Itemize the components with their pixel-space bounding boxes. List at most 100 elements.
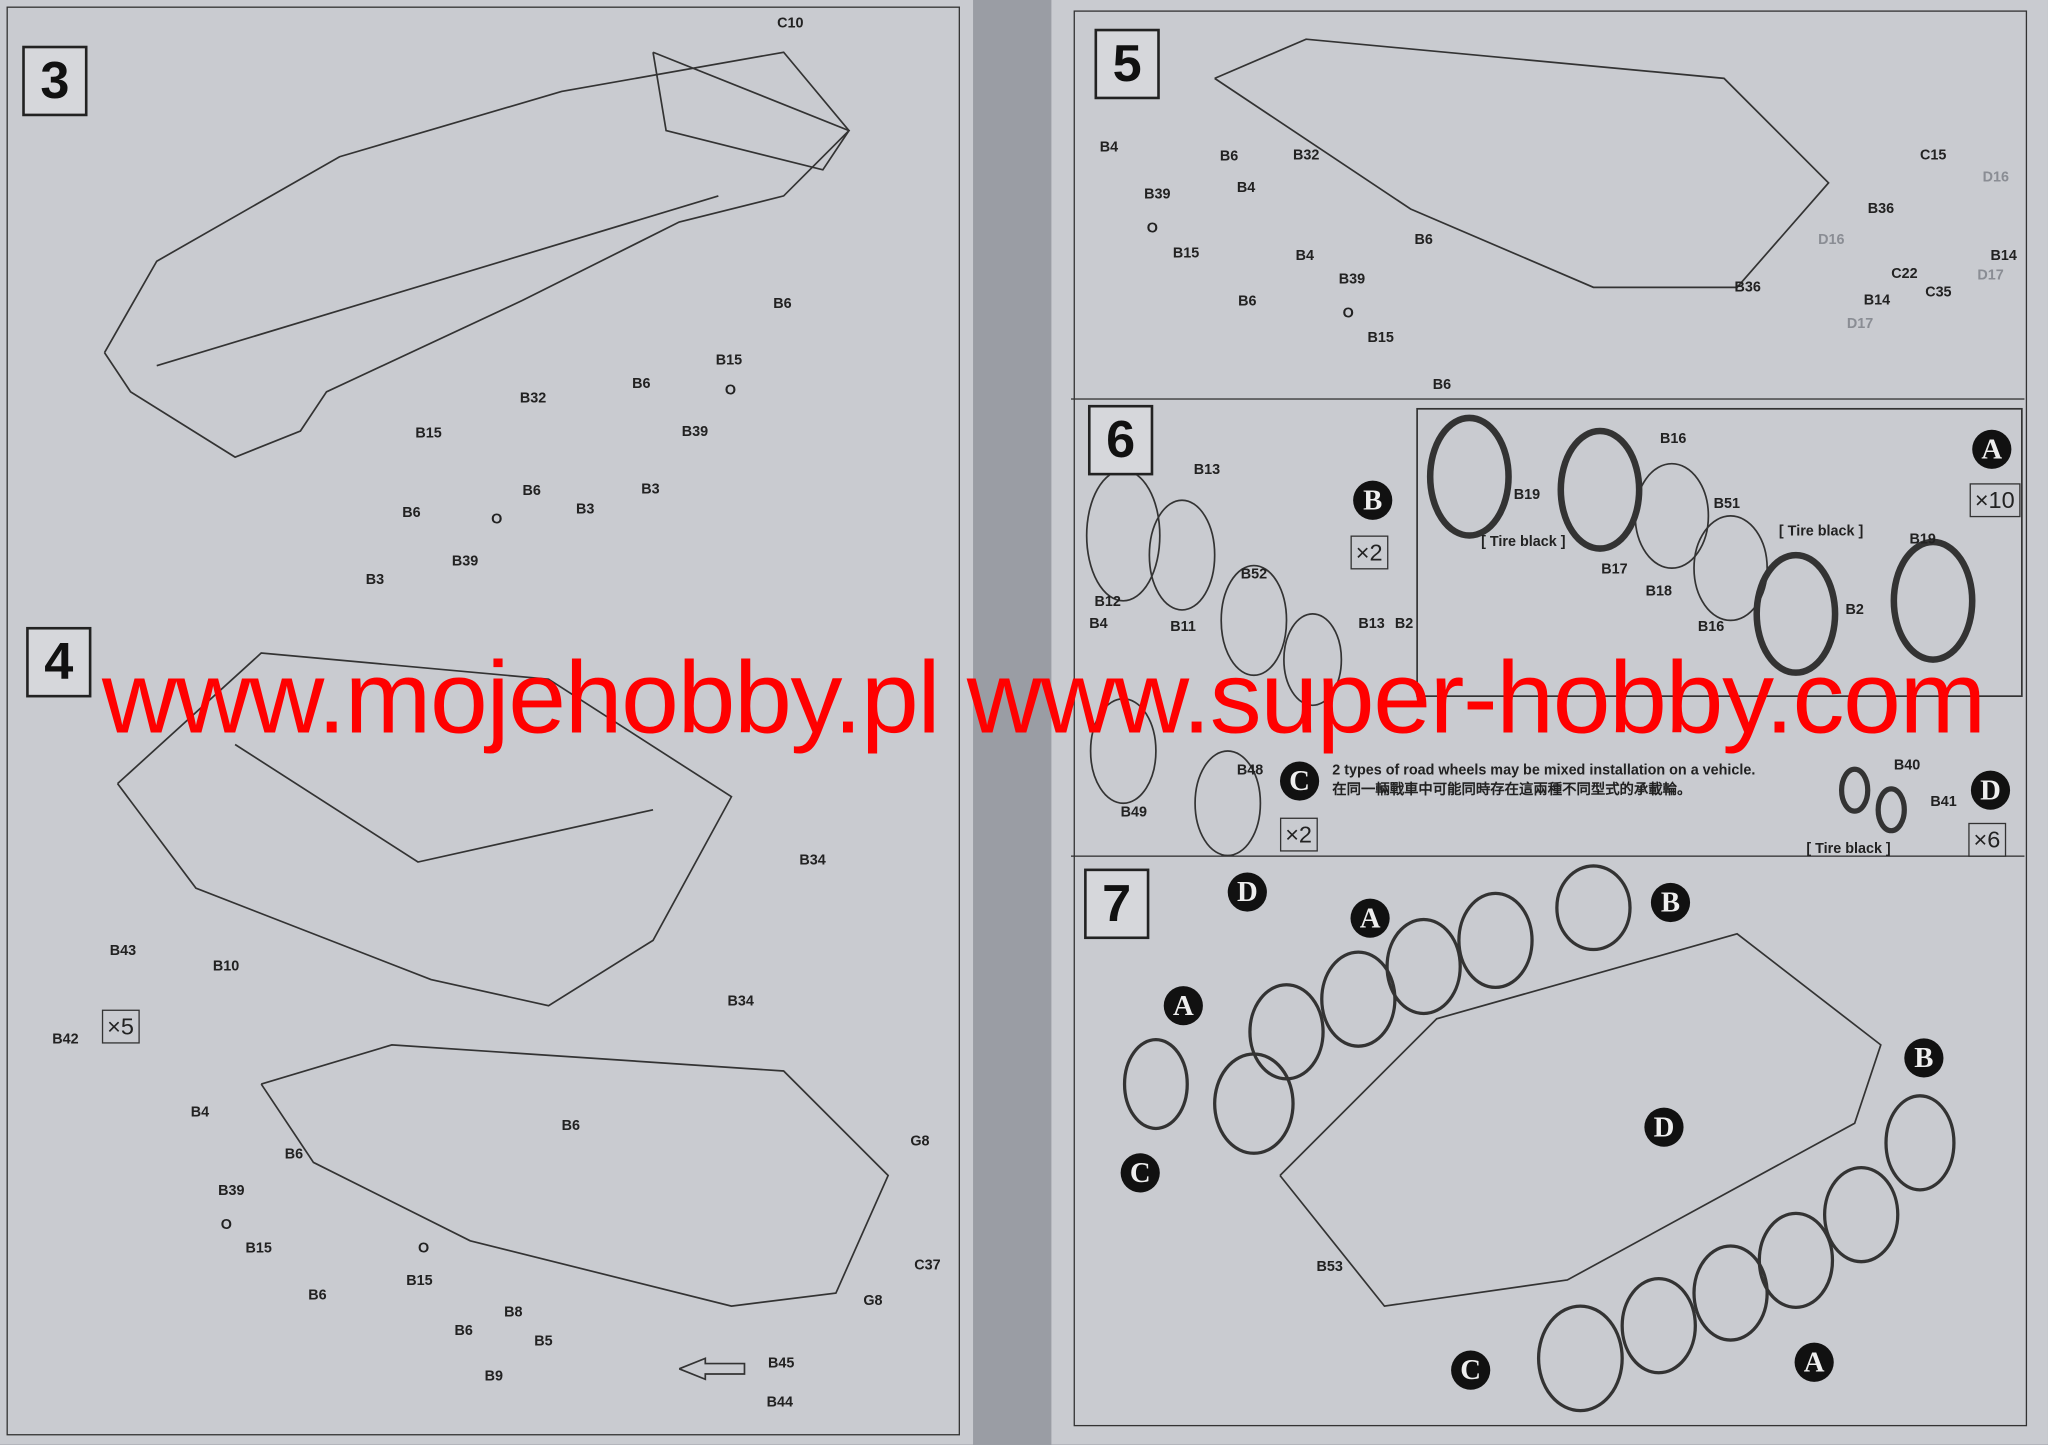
part-label: B44 [766,1394,794,1411]
part-label: C22 [1891,266,1918,283]
marker-b: B [1353,480,1393,520]
part-label: O [417,1240,430,1257]
part-label: B3 [575,501,595,518]
marker-a: A [1163,986,1203,1026]
part-label: G8 [863,1293,883,1309]
marker-b: B [1904,1038,1944,1078]
part-label: B2 [1394,616,1414,633]
part-label: B32 [519,390,547,407]
part-label: B15 [245,1240,272,1257]
part-label: B41 [1930,794,1957,810]
marker-b: B [1650,882,1691,923]
quantity-box: ×6 [1968,822,2006,857]
note-english: 2 types of road wheels may be mixed inst… [1332,762,1756,779]
part-label: B39 [1144,186,1171,203]
marker-a: A [1350,898,1390,938]
part-label: B6 [308,1287,327,1304]
part-label: B6 [1414,232,1433,249]
part-label: B15 [415,425,442,442]
marker-c: C [1451,1350,1491,1390]
paint-callout: [ Tire black ] [1806,841,1891,857]
part-label: B16 [1697,619,1725,635]
part-label: B6 [522,483,541,499]
part-label: B4 [1236,180,1256,196]
part-label: O [220,1217,232,1233]
watermark: www.mojehobby.pl www.super-hobby.com [101,639,1986,755]
hull-outline [103,51,851,459]
part-label: B15 [1367,330,1394,347]
part-label: O [1342,305,1354,322]
note-chinese: 在同一輛戰車中可能同時存在這兩種不同型式的承載輪。 [1332,782,1692,799]
divider [1071,855,2025,858]
paint-callout: [ Tire black ] [1778,523,1864,540]
part-label: B11 [1170,619,1196,635]
step-number-4: 4 [26,626,92,698]
marker-d: D [1227,872,1267,912]
arrow-icon [678,1357,746,1381]
part-label: B42 [52,1031,79,1048]
quantity-box: ×10 [1969,483,2020,518]
hull-outline [260,1044,890,1307]
hull-outline [1279,932,1882,1308]
step-number-3: 3 [22,45,88,117]
quantity-box: ×5 [101,1009,140,1044]
part-label-grey: D16 [1982,169,2010,186]
part-label: B17 [1601,561,1628,578]
marker-d: D [1970,770,2011,810]
part-label: B15 [406,1273,433,1290]
part-label: B6 [1432,377,1452,394]
part-label: B49 [1120,804,1148,821]
part-label: B18 [1645,583,1673,600]
part-label: B19 [1909,531,1936,548]
part-label: C37 [914,1257,941,1274]
part-label: B3 [365,572,385,588]
quantity-box: ×2 [1279,817,1318,852]
part-label: B6 [402,505,421,522]
step-number-7: 7 [1084,868,1150,940]
marker-c: C [1279,761,1320,801]
part-label: G8 [910,1133,930,1150]
part-label: B16 [1660,431,1687,447]
part-label: B15 [1172,245,1200,262]
part-label: B52 [1240,566,1268,583]
part-label: C15 [1919,147,1947,164]
part-label: B53 [1316,1259,1343,1275]
left-page [0,0,974,1445]
part-label: B39 [451,553,479,570]
part-label: B32 [1293,147,1320,164]
part-label: B15 [715,352,743,369]
part-label-grey: D16 [1818,232,1845,249]
part-label: B6 [1238,293,1257,310]
part-label: B6 [1219,148,1239,165]
part-label: B5 [534,1333,553,1350]
part-label: B6 [632,376,651,392]
part-label: B6 [284,1146,304,1163]
marker-c: C [1120,1153,1160,1193]
part-label: B43 [109,943,137,959]
part-label: B14 [1863,292,1891,309]
part-label: B6 [454,1323,473,1339]
part-label: B4 [1099,139,1119,156]
left-page-frame [6,6,960,1436]
marker-d: D [1644,1107,1684,1147]
part-label: B3 [641,481,660,498]
hull-outline [116,652,733,1007]
marker-a: A [1794,1342,1834,1382]
part-label: B36 [1867,201,1895,217]
part-label: B34 [799,852,826,869]
part-label: B4 [190,1104,210,1121]
part-label: B19 [1513,487,1541,503]
part-label: B45 [767,1355,795,1372]
part-label: B13 [1358,616,1385,633]
part-label: C35 [1925,284,1952,301]
part-label: B39 [218,1183,245,1199]
part-label-grey: D17 [1846,316,1874,332]
part-label: B36 [1734,279,1761,296]
marker-a: A [1972,429,2012,469]
step-number-6: 6 [1087,404,1154,476]
part-label: O [491,511,503,528]
part-label: B8 [504,1304,523,1321]
right-page-frame [1073,10,2028,1427]
part-label: O [1146,220,1158,237]
